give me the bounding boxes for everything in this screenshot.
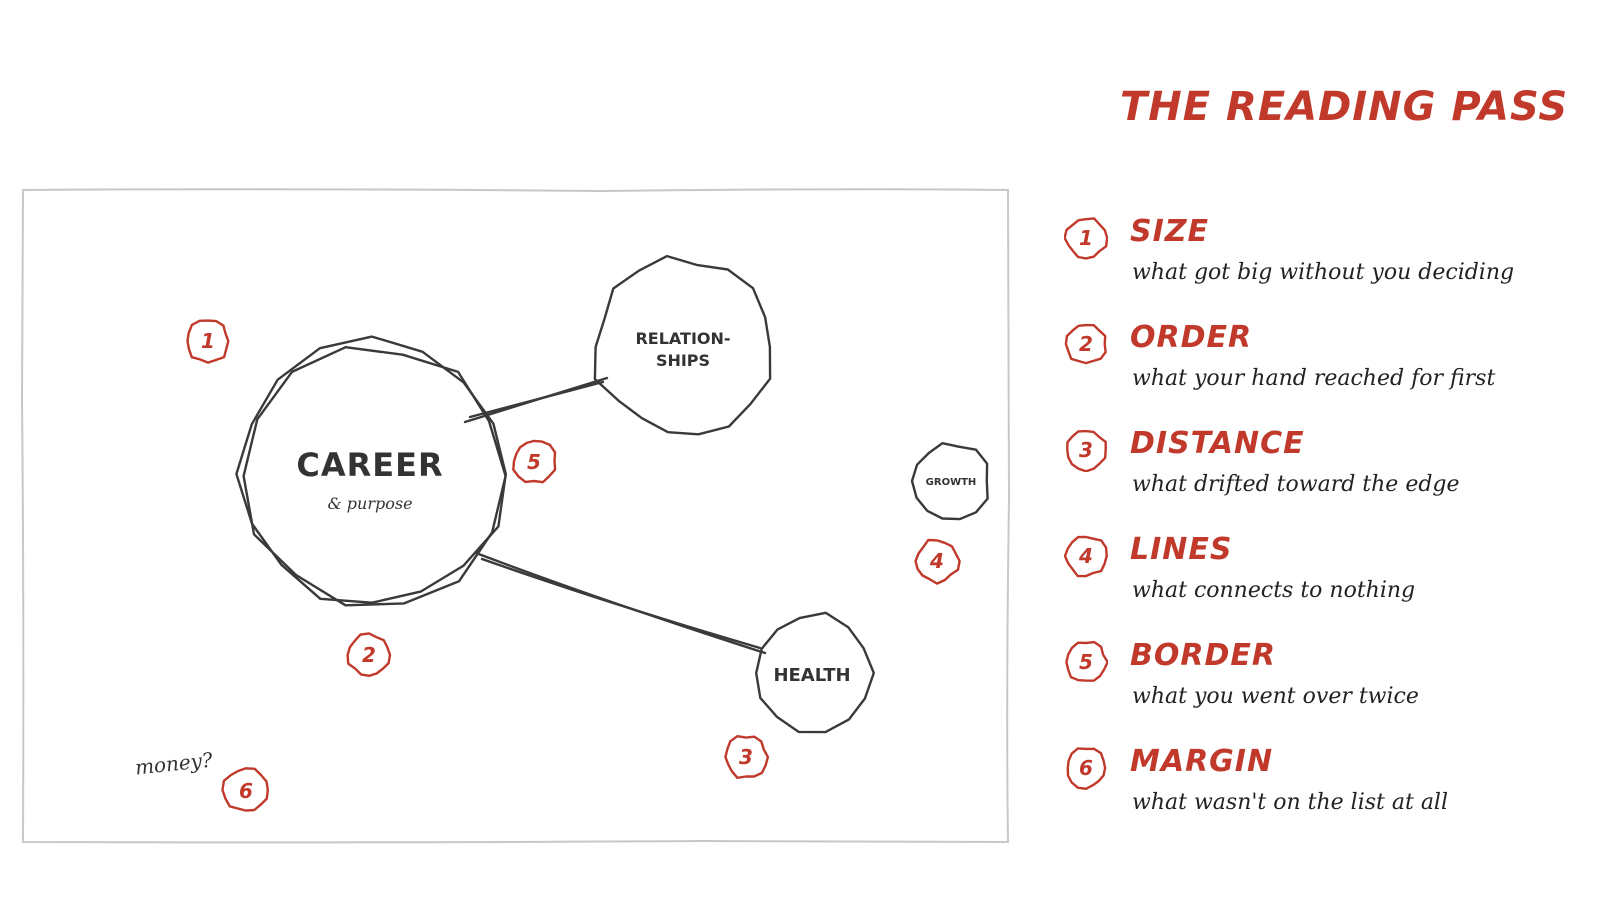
legend-description: what drifted toward the edge — [1132, 472, 1460, 497]
marker-3-number: 3 — [739, 745, 753, 769]
legend-item-size: 1 SIZE what got big without you deciding — [1060, 210, 1580, 316]
health-label: HEALTH — [773, 665, 850, 686]
marker-4: 4 — [914, 538, 961, 585]
connector-career-health-stroke2 — [480, 557, 762, 650]
relationships-circle: RELATION- SHIPS — [593, 254, 772, 436]
drawing-frame — [20, 188, 1011, 844]
marker-1: 1 — [186, 319, 230, 364]
legend-number: 6 — [1079, 756, 1093, 780]
marker-6-number: 6 — [239, 779, 253, 803]
legend-number-badge: 2 — [1064, 322, 1108, 366]
legend-number: 1 — [1079, 226, 1093, 250]
career-circle: CAREER & purpose — [235, 335, 507, 607]
marker-3: 3 — [724, 735, 770, 779]
legend-item-border: 5 BORDER what you went over twice — [1060, 634, 1580, 740]
legend-number: 4 — [1079, 544, 1093, 568]
legend-number: 3 — [1079, 438, 1093, 462]
legend-number-badge: 6 — [1064, 746, 1108, 790]
legend-item-lines: 4 LINES what connects to nothing — [1060, 528, 1580, 634]
connector-career-relationships-stroke2 — [468, 380, 605, 419]
legend-term: SIZE — [1130, 214, 1210, 249]
growth-label: GROWTH — [926, 477, 977, 488]
margin-note: money? — [134, 748, 214, 780]
marker-5: 5 — [512, 439, 557, 484]
legend-description: what wasn't on the list at all — [1132, 790, 1449, 815]
legend-item-margin: 6 MARGIN what wasn't on the list at all — [1060, 740, 1580, 846]
legend-description: what connects to nothing — [1132, 578, 1416, 603]
legend-term: DISTANCE — [1130, 426, 1305, 461]
marker-2-number: 2 — [362, 643, 376, 667]
legend-number-badge: 5 — [1064, 640, 1108, 684]
legend-description: what you went over twice — [1132, 684, 1419, 709]
legend-number: 5 — [1079, 650, 1093, 674]
health-circle: HEALTH — [755, 611, 875, 734]
legend-term: BORDER — [1130, 638, 1276, 673]
marker-4-number: 4 — [929, 549, 944, 573]
legend-number: 2 — [1079, 332, 1093, 356]
legend-description: what your hand reached for first — [1132, 366, 1496, 391]
page-title: THE READING PASS — [1120, 84, 1569, 130]
relationships-label-line2: SHIPS — [656, 351, 710, 370]
legend-term: LINES — [1130, 532, 1233, 567]
legend-item-distance: 3 DISTANCE what drifted toward the edge — [1060, 422, 1580, 528]
legend-term: ORDER — [1130, 320, 1253, 355]
legend-term: MARGIN — [1130, 744, 1274, 779]
connector-career-health — [474, 551, 767, 655]
legend-description: what got big without you deciding — [1132, 260, 1515, 285]
growth-circle: GROWTH — [910, 442, 989, 521]
marker-2: 2 — [346, 632, 392, 677]
legend-number-badge: 3 — [1064, 428, 1108, 472]
marker-5-number: 5 — [527, 450, 541, 474]
career-sublabel: & purpose — [327, 494, 412, 513]
career-label: CAREER — [296, 446, 443, 484]
legend-item-order: 2 ORDER what your hand reached for first — [1060, 316, 1580, 422]
legend-number-badge: 1 — [1064, 216, 1108, 260]
marker-6: 6 — [221, 767, 269, 812]
relationships-label-line1: RELATION- — [635, 329, 730, 348]
marker-1-number: 1 — [201, 329, 215, 353]
legend-number-badge: 4 — [1064, 534, 1108, 578]
legend: 1 SIZE what got big without you deciding… — [1060, 210, 1580, 846]
